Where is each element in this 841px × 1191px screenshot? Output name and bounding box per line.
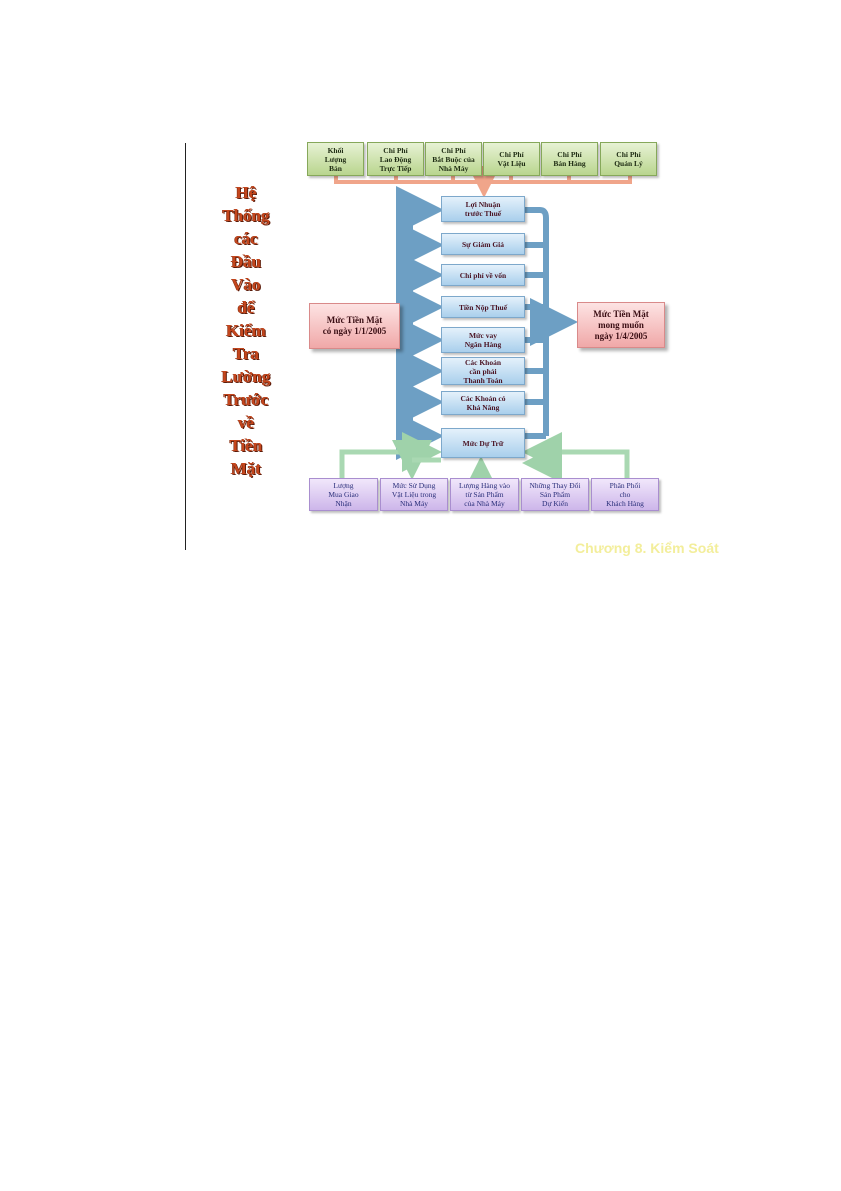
bottom-box-product-changes: Những Thay Đổi Sản Phẩm Dự Kiến <box>521 478 589 511</box>
bottom-box-purchases: Lượng Mua Giao Nhận <box>309 478 378 511</box>
chapter-footer-mark: Chương 8. Kiểm Soát <box>575 540 719 556</box>
input-box-selling-cost: Chi Phí Bán Hàng <box>541 142 598 176</box>
center-box-bank-loan: Mức vay Ngân Hàng <box>441 327 525 353</box>
left-blue-bus <box>396 186 444 460</box>
title-word: để <box>237 298 255 317</box>
input-box-sales-volume: Khối Lượng Bán <box>307 142 364 176</box>
top-merge-connector <box>334 166 632 198</box>
connector-diagram <box>334 166 632 496</box>
center-box-reserve: Mức Dự Trữ <box>441 428 525 458</box>
title-word: Mặt <box>230 459 262 478</box>
center-box-payables: Các Khoản cần phải Thanh Toán <box>441 357 525 385</box>
title-word: Hệ <box>235 183 257 202</box>
input-box-direct-labor: Chi Phí Lao Động Trực Tiếp <box>367 142 424 176</box>
starting-cash-box: Mức Tiền Mặt có ngày 1/1/2005 <box>309 303 400 349</box>
center-box-possible-items: Các Khoản có Khả Năng <box>441 391 525 415</box>
input-box-factory-overhead: Chi Phí Bắt Buộc của Nhà Máy <box>425 142 482 176</box>
bottom-green-connectors <box>339 432 630 496</box>
title-word: Trước <box>223 390 269 409</box>
input-box-admin-cost: Chi Phí Quản Lý <box>600 142 657 176</box>
title-word: Vào <box>231 275 261 294</box>
center-box-profit-before-tax: Lợi Nhuận trước Thuế <box>441 196 525 222</box>
title-word: Đầu <box>230 252 262 271</box>
input-box-material-cost: Chi Phí Vật Liệu <box>483 142 540 176</box>
center-box-depreciation: Sự Giảm Giá <box>441 233 525 255</box>
target-cash-box: Mức Tiền Mặt mong muốn ngày 1/4/2005 <box>577 302 665 348</box>
title-word: các <box>234 229 258 248</box>
title-word: Kiểm <box>226 321 266 340</box>
title-word: Tra <box>232 344 260 363</box>
title-word: Lường <box>221 367 271 386</box>
bottom-box-production-inflow: Lượng Hàng vào từ Sản Phẩm của Nhà Máy <box>450 478 519 511</box>
center-box-tax-payment: Tiền Nộp Thuế <box>441 296 525 318</box>
center-box-capital-cost: Chi phí về vốn <box>441 264 525 286</box>
bottom-box-material-usage: Mức Sử Dụng Vật Liệu trong Nhà Máy <box>380 478 448 511</box>
bottom-box-distribution: Phân Phối cho Khách Hàng <box>591 478 659 511</box>
title-word: về <box>237 413 255 432</box>
right-blue-bus <box>525 207 578 439</box>
page-margin-rule <box>185 143 186 550</box>
title-word: Thống <box>222 206 270 225</box>
title-word: Tiền <box>229 436 263 455</box>
